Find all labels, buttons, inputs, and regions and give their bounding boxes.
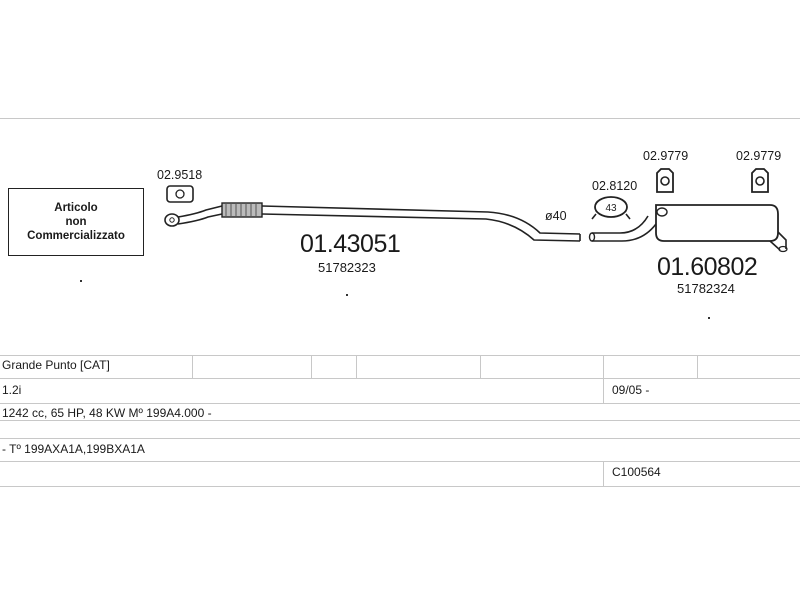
marker-dot — [346, 294, 348, 296]
pipe-diameter-label: ø40 — [545, 209, 567, 223]
rear-silencer[interactable] — [588, 204, 788, 253]
front-pipe-oe: 51782323 — [318, 260, 376, 275]
table-divider — [480, 355, 481, 378]
not-commercialized-line-1: Articolo — [54, 202, 98, 214]
table-rule — [0, 355, 800, 356]
hanger-icon[interactable] — [751, 168, 769, 193]
table-engine-cell: 1.2i — [2, 383, 22, 397]
hanger-1-code-label: 02.9779 — [643, 149, 689, 163]
table-rule — [0, 461, 800, 462]
rear-silencer-oe: 51782324 — [677, 281, 735, 296]
front-pipe[interactable] — [164, 202, 581, 242]
table-rule — [0, 438, 800, 439]
front-pipe-number: 01.43051 — [300, 230, 401, 258]
table-kit-code-cell: C100564 — [612, 465, 661, 479]
top-rule — [0, 118, 800, 119]
hanger-icon[interactable] — [656, 168, 674, 193]
table-divider — [603, 461, 604, 486]
gasket-code-label: 02.9518 — [157, 168, 203, 182]
not-commercialized-line-2: non — [65, 216, 87, 228]
clamp-code-label: 02.8120 — [592, 179, 638, 193]
rear-silencer-number: 01.60802 — [657, 253, 758, 281]
table-divider — [356, 355, 357, 378]
table-type-cell: - Tº 199AXA1A,199BXA1A — [2, 442, 145, 456]
table-divider — [697, 355, 698, 378]
table-divider — [603, 355, 604, 403]
not-commercialized-line-3: Commercializzato — [27, 230, 125, 242]
table-date-cell: 09/05 - — [612, 383, 650, 397]
clamp-icon[interactable]: 43 — [591, 196, 631, 220]
not-commercialized-box: Articolo non Commercializzato — [8, 188, 144, 256]
table-divider — [311, 355, 312, 378]
gasket-icon[interactable] — [166, 185, 194, 203]
hanger-2-code-label: 02.9779 — [736, 149, 782, 163]
marker-dot — [708, 317, 710, 319]
marker-dot — [80, 280, 82, 282]
clamp-size-label: 43 — [605, 203, 617, 214]
table-rule — [0, 403, 800, 404]
table-rule — [0, 420, 800, 421]
table-spec-cell: 1242 cc, 65 HP, 48 KW Mº 199A4.000 - — [2, 406, 212, 420]
table-rule — [0, 486, 800, 487]
table-model-cell: Grande Punto [CAT] — [2, 358, 110, 372]
table-rule — [0, 378, 800, 379]
table-divider — [192, 355, 193, 378]
